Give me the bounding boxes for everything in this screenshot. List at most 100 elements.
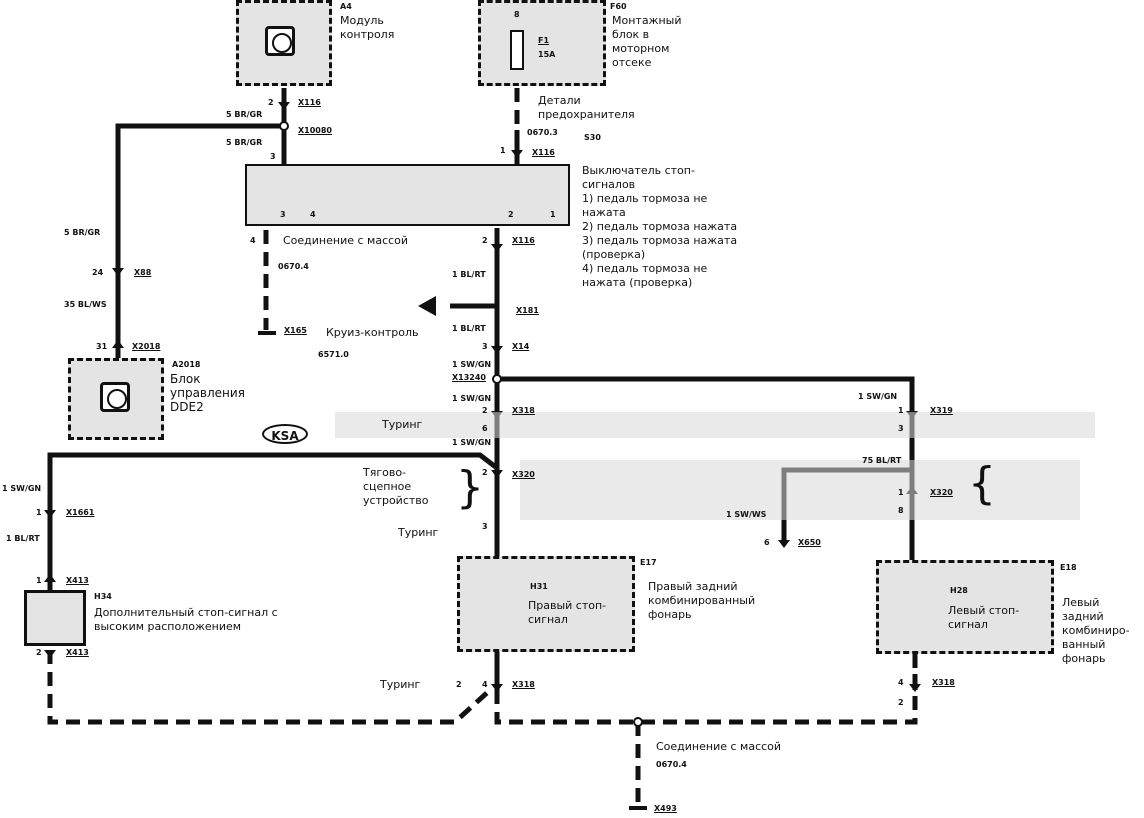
junction-x13240: [492, 374, 502, 384]
pin-2-x320: 2: [482, 468, 488, 477]
pin-4-gnd: 4: [250, 236, 256, 245]
pin-3-sw: 3: [270, 152, 276, 161]
a4-code: A4: [340, 2, 352, 11]
pin-8-x320: 8: [898, 506, 904, 515]
touring-label-3: Туринг: [380, 678, 421, 691]
brace-left: }: [456, 462, 484, 513]
wire-sw-gn-2: 1 SW/GN: [452, 394, 492, 403]
conn-x116-sw: X116: [512, 236, 535, 245]
e18-name: Левый задний комбиниро- ванный фонарь: [1062, 596, 1130, 665]
pin-2-sw-b: 2: [508, 210, 514, 219]
ground2-label: Соединение с массой: [656, 740, 782, 753]
junction-ground: [633, 717, 643, 727]
scan-smudge-1: [335, 412, 1095, 438]
conn-mark-13: [44, 650, 56, 658]
h34-name: Дополнительный стоп-сигнал с высоким рас…: [94, 606, 278, 633]
x2018-pin: 31: [96, 342, 108, 351]
pin-3-x319: 3: [898, 424, 904, 433]
wire-a4-left-branch: [115, 123, 284, 360]
fuse-details-name: Детали предохранителя: [538, 94, 635, 121]
wire-a4-out2: 5 BR/GR: [226, 138, 263, 147]
conn-x1661: X1661: [66, 508, 95, 517]
conn-x413-top: X413: [66, 576, 89, 585]
fuse-f1-icon: [510, 30, 524, 70]
conn-mark-3: [491, 244, 503, 252]
conn-mark-15: [909, 684, 921, 692]
conn-x10080: X10080: [298, 126, 332, 135]
conn-mark-5: [112, 340, 124, 348]
conn-x320-mid: X320: [512, 470, 535, 479]
conn-x320-right: X320: [930, 488, 953, 497]
wire-bl-rt-left: 1 BL/RT: [6, 534, 40, 543]
ground-symbols: [258, 331, 647, 810]
conn-x116-a4: X116: [298, 98, 321, 107]
conn-x2018: X2018: [132, 342, 161, 351]
f60-code: F60: [610, 2, 627, 11]
ground1-label: Соединение с массой: [283, 234, 409, 247]
ground1-conn: X165: [284, 326, 307, 335]
x88-pin: 24: [92, 268, 104, 277]
cruise-arrow-icon: [418, 296, 436, 316]
box-h34: [24, 590, 86, 646]
conn-x88: X88: [134, 268, 152, 277]
pin-2-bot: 2: [456, 680, 462, 689]
cruise-label: Круиз-контроль: [326, 326, 419, 339]
pin-1-x320: 1: [898, 488, 904, 497]
touring-label-2: Туринг: [398, 526, 439, 539]
pin-2-x116: 2: [482, 236, 488, 245]
e17-name: Правый задний комбинированный фонарь: [648, 580, 756, 621]
pin-3-sw-b: 3: [280, 210, 286, 219]
fuse-details-code: S30: [584, 133, 601, 142]
conn-mark-4: [112, 268, 124, 276]
scan-smudge-2: [520, 460, 1080, 520]
pin-3-x14: 3: [482, 342, 488, 351]
pin-4-x318r: 4: [898, 678, 904, 687]
h31-code: H31: [530, 582, 548, 591]
fuse-rating: 15A: [538, 50, 556, 59]
conn-mark-14: [491, 684, 503, 692]
wire-ground-bus-right: [494, 650, 918, 725]
e17-code: E17: [640, 558, 657, 567]
a2018-name: Блок управления DDE2: [170, 372, 245, 414]
conn-mark-11: [44, 510, 56, 518]
brake-switch-name: Выключатель стоп- сигналов 1) педаль тор…: [582, 164, 738, 289]
wire-left-vert: 5 BR/GR: [64, 228, 101, 237]
conn-mark-2: [511, 150, 523, 158]
h31-name: Правый стоп- сигнал: [528, 599, 607, 626]
wire-sw-gn-right: 1 SW/GN: [858, 392, 898, 401]
h28-name: Левый стоп- сигнал: [948, 604, 1020, 631]
ground2-ref: 0670.4: [656, 760, 687, 769]
pin-2-right: 2: [898, 698, 904, 707]
a4-name: Модуль контроля: [340, 14, 395, 41]
conn-x318-right: X318: [932, 678, 955, 687]
wire-sw-gn-left: 1 SW/GN: [2, 484, 42, 493]
pin-1-x1661: 1: [36, 508, 42, 517]
junction-dots: [279, 121, 643, 727]
wire-a4-out: 5 BR/GR: [226, 110, 263, 119]
pin-1-fuse: 1: [500, 146, 506, 155]
wire-sw-gn-1: 1 SW/GN: [452, 360, 492, 369]
pin-2-x413: 2: [36, 648, 42, 657]
junction-x10080: [279, 121, 289, 131]
wire-sw-ws: 1 SW/WS: [726, 510, 767, 519]
conn-mark-12: [44, 574, 56, 582]
pin-6-x318: 6: [482, 424, 488, 433]
pin-6-x650: 6: [764, 538, 770, 547]
conn-x13240: X13240: [452, 373, 486, 382]
a2018-code: A2018: [172, 360, 201, 369]
ground1-ref: 0670.4: [278, 262, 309, 271]
conn-x318-bot: X318: [512, 680, 535, 689]
h28-code: H28: [950, 586, 968, 595]
box-brake-switch: [245, 164, 570, 226]
conn-mark-1: [278, 102, 290, 110]
fuse-details-ref: 0670.3: [527, 128, 558, 137]
touring-label-1: Туринг: [382, 418, 423, 431]
module-a2018-icon: [100, 382, 130, 412]
f60-name: Монтажный блок в моторном отсеке: [612, 14, 682, 69]
conn-x318-top: X318: [512, 406, 535, 415]
wire-bl-rt-1: 1 BL/RT: [452, 270, 486, 279]
pin-2-a4: 2: [268, 98, 274, 107]
conn-x650: X650: [798, 538, 821, 547]
ksa-badge: KSA: [262, 424, 308, 444]
wire-bl-rt-right: 75 BL/RT: [862, 456, 902, 465]
